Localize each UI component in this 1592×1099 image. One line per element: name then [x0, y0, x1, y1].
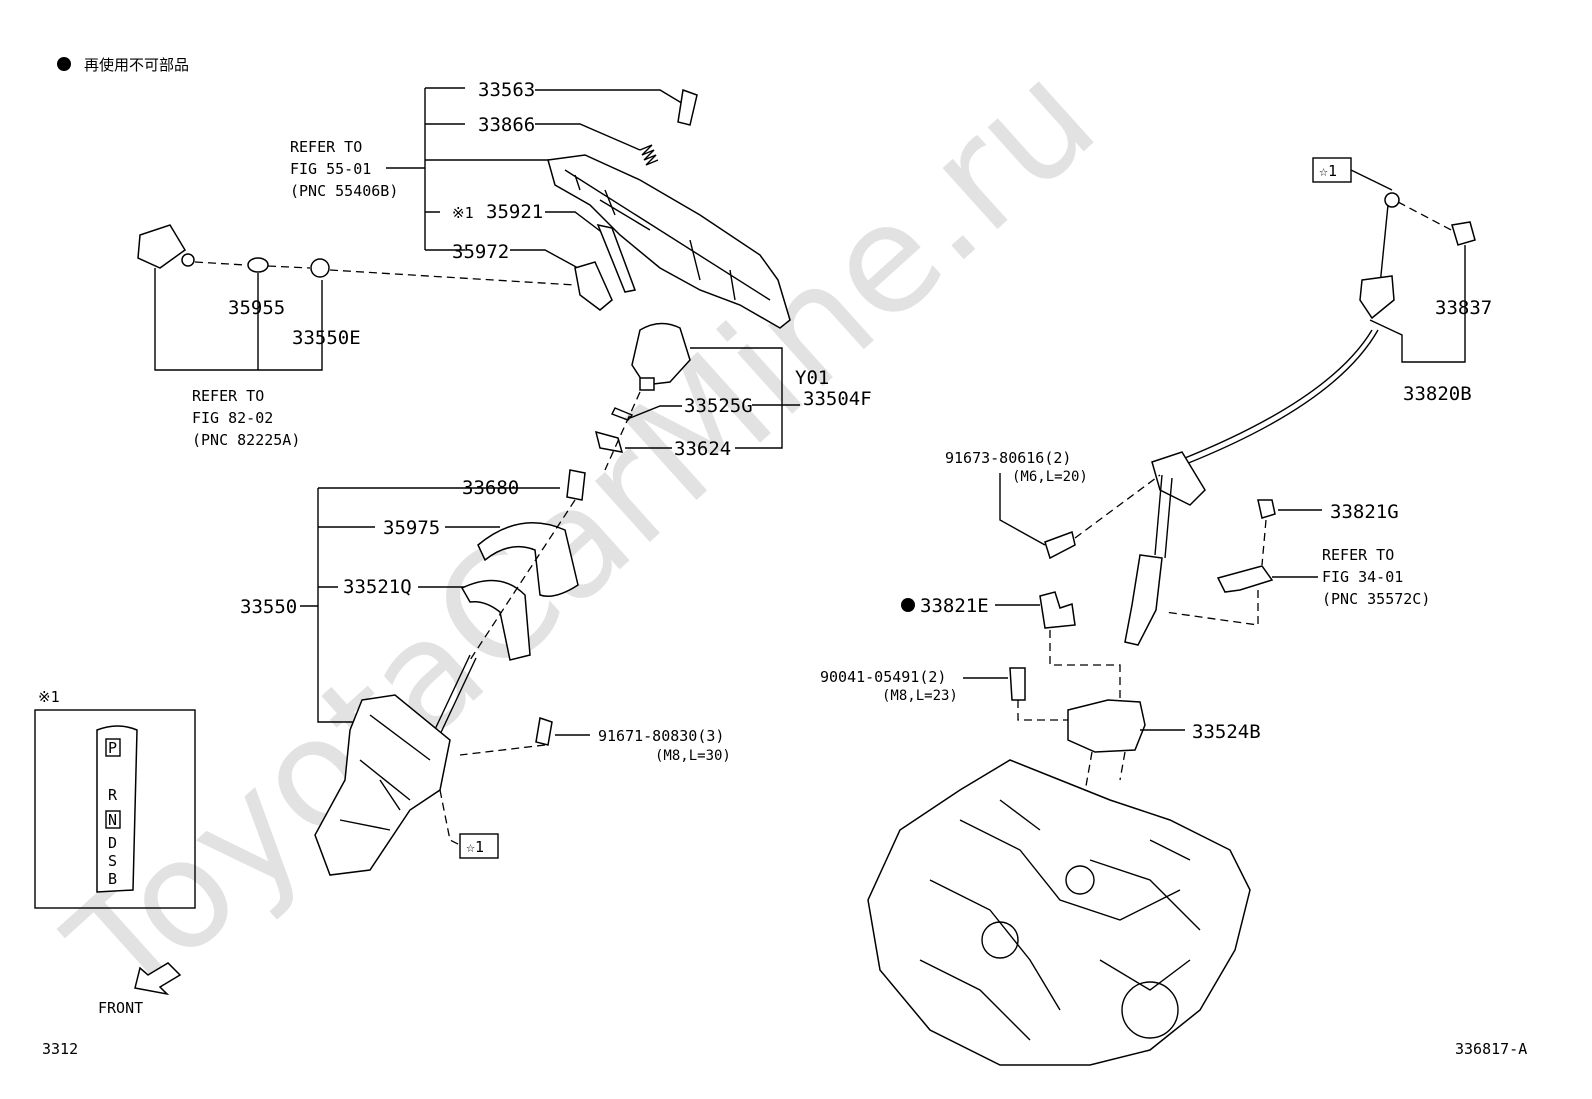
footer-right-code: 336817-A — [1455, 1040, 1527, 1058]
gear-p: P — [108, 739, 117, 757]
clip-33837-part — [1451, 221, 1476, 246]
lock-pin-part — [677, 88, 698, 126]
nut-33821G-part — [1257, 499, 1276, 519]
callout-33550E: 33550E — [292, 327, 361, 349]
connector-part — [137, 224, 186, 269]
refer-fig55-line2: FIG 55-01 — [290, 160, 371, 178]
gear-n: N — [108, 811, 117, 829]
callout-33521Q: 33521Q — [343, 576, 412, 598]
clip-35955 — [247, 257, 269, 273]
bolt-91673-part — [1044, 531, 1076, 560]
callout-35921: 35921 — [486, 201, 543, 223]
indicator-strip-part — [596, 223, 637, 293]
callout-33524B: 33524B — [1192, 721, 1261, 743]
callout-33563: 33563 — [478, 79, 535, 101]
shift-knob-part — [631, 322, 691, 386]
transaxle-housing-part — [867, 759, 1251, 1066]
sensor-part — [574, 261, 613, 311]
bolt-91671-part — [535, 717, 553, 746]
callout-33504F: 33504F — [803, 388, 872, 410]
callout-35955: 35955 — [228, 297, 285, 319]
gear-d: D — [108, 834, 117, 852]
refer-fig34-line2: FIG 34-01 — [1322, 568, 1403, 586]
clip-33550E — [310, 258, 330, 278]
gear-s: S — [108, 852, 117, 870]
refer-fig34-line1: REFER TO — [1322, 546, 1394, 564]
callout-91673-spec: (M6,L=20) — [1012, 469, 1088, 485]
callout-35972: 35972 — [452, 241, 509, 263]
bracket-35572C-part — [1216, 565, 1274, 593]
refer-fig34-line3: (PNC 35572C) — [1322, 590, 1430, 608]
refer-fig82-line1: REFER TO — [192, 387, 264, 405]
refer-fig82-line3: (PNC 82225A) — [192, 431, 300, 449]
cable-bracket-plate — [1151, 451, 1206, 506]
callout-33525G: 33525G — [684, 395, 753, 417]
callout-33624: 33624 — [674, 438, 731, 460]
callout-90041-spec: (M8,L=23) — [882, 688, 958, 704]
boot-33521Q-part — [460, 579, 531, 661]
inset-frame — [34, 709, 196, 909]
shift-bezel-part — [547, 154, 791, 329]
callout-33820B: 33820B — [1403, 383, 1472, 405]
clip-33821E-part — [1039, 591, 1076, 629]
callout-35975: 35975 — [383, 517, 440, 539]
cable-end-33820B — [1124, 554, 1163, 646]
callout-33821G: 33821G — [1330, 501, 1399, 523]
gear-indicator-plate — [96, 725, 138, 893]
callout-33837: 33837 — [1435, 297, 1492, 319]
boot-35975-part — [477, 522, 579, 597]
front-arrow-icon — [134, 962, 182, 996]
callout-33680: 33680 — [462, 477, 519, 499]
callout-91673: 91673-80616(2) — [945, 449, 1071, 467]
non-reusable-bullet-33821E — [901, 598, 915, 612]
non-reusable-bullet-icon — [57, 57, 71, 71]
callout-33550: 33550 — [240, 596, 297, 618]
legend-text: 再使用不可部品 — [84, 56, 189, 74]
callout-33866: 33866 — [478, 114, 535, 136]
callout-91671: 91671-80830(3) — [598, 727, 724, 745]
front-label: FRONT — [98, 999, 143, 1017]
gear-b: B — [108, 870, 117, 888]
star1-label-left: ☆1 — [466, 838, 484, 856]
callout-33821E: 33821E — [920, 595, 989, 617]
callout-91671-spec: (M8,L=30) — [655, 748, 731, 764]
star1-label-right: ☆1 — [1319, 162, 1337, 180]
mark-35921: ※1 — [452, 204, 474, 222]
footer-left-code: 3312 — [42, 1040, 78, 1058]
star1-marker-left — [459, 833, 499, 859]
bracket-33524B-part — [1067, 699, 1146, 753]
cable-grommet — [1359, 275, 1395, 320]
refer-fig55-line1: REFER TO — [290, 138, 362, 156]
button-33624-part — [594, 430, 624, 453]
bolt-90041-part — [1009, 667, 1026, 701]
refer-fig55-line3: (PNC 55406B) — [290, 182, 398, 200]
rod-33680-part — [566, 469, 586, 501]
callout-90041: 90041-05491(2) — [820, 668, 946, 686]
callout-y01: Y01 — [795, 367, 829, 389]
inset-title: ※1 — [38, 688, 60, 706]
shift-cable — [1179, 204, 1389, 465]
gear-r: R — [108, 786, 118, 804]
spring-part — [639, 144, 659, 166]
shift-lever-rod — [429, 654, 477, 744]
refer-fig82-line2: FIG 82-02 — [192, 409, 273, 427]
